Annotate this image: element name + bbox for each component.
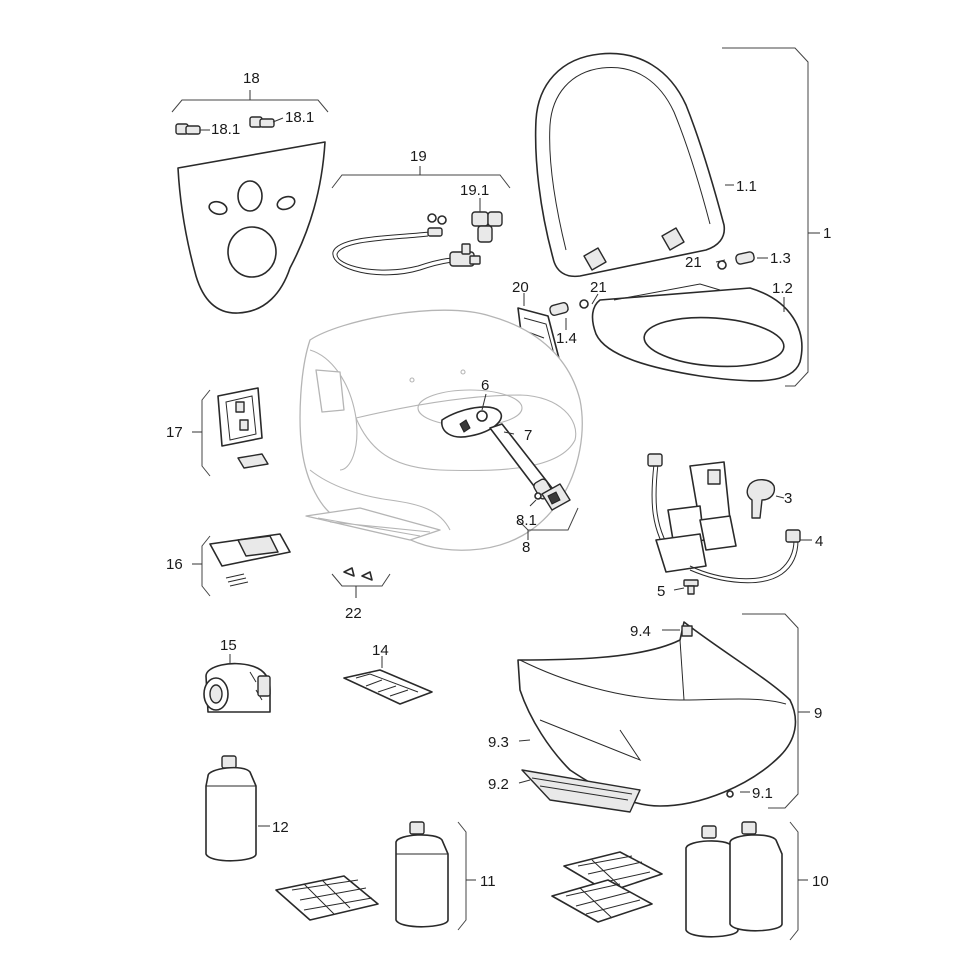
part-1-1-seat-lid: [534, 52, 726, 278]
label-20: 20: [512, 279, 529, 296]
label-9-1: 9.1: [752, 785, 773, 802]
label-5: 5: [657, 583, 665, 600]
label-19-1: 19.1: [460, 182, 489, 199]
part-18-wall-plate: [171, 90, 329, 314]
label-21-lower: 21: [590, 279, 607, 296]
part-12-bottle: [205, 755, 257, 862]
label-17: 17: [166, 424, 183, 441]
part-18-1-bolt-left: [175, 123, 201, 135]
bracket-1: [722, 47, 809, 387]
toilet-body-outline: [299, 309, 583, 551]
part-3-valve-unit: [647, 453, 801, 584]
label-3: 3: [784, 490, 792, 507]
label-15: 15: [220, 637, 237, 654]
part-1-4-pin: [549, 302, 569, 316]
label-16: 16: [166, 556, 183, 573]
part-1-3-pin: [735, 251, 755, 265]
label-12: 12: [272, 819, 289, 836]
part-19-1-fittings: [427, 211, 503, 243]
label-9-2: 9.2: [488, 776, 509, 793]
label-1-4: 1.4: [556, 330, 577, 347]
bracket-9: [742, 613, 799, 809]
label-8: 8: [522, 539, 530, 556]
label-21-upper: 21: [685, 254, 702, 271]
label-11: 11: [480, 873, 496, 890]
label-4: 4: [815, 533, 823, 550]
label-10: 10: [812, 873, 829, 890]
part-22-small-parts: [331, 567, 391, 598]
label-7: 7: [524, 427, 532, 444]
part-21-washer-b: [579, 299, 589, 309]
label-9: 9: [814, 705, 822, 722]
label-9-4: 9.4: [630, 623, 651, 640]
label-8-1: 8.1: [516, 512, 537, 529]
part-6-cover-plate: [441, 406, 503, 438]
part-19-water-hose: [331, 166, 511, 276]
label-1-3: 1.3: [770, 250, 791, 267]
part-15-fan: [203, 662, 271, 713]
label-18-1-right: 18.1: [285, 109, 314, 126]
part-9-lower-housing: [517, 621, 797, 813]
part-8-nozzle-head: [534, 483, 571, 511]
label-14: 14: [372, 642, 389, 659]
part-14-filter: [343, 669, 433, 705]
part-10-refill-set: [551, 821, 783, 938]
label-9-3: 9.3: [488, 734, 509, 751]
label-19: 19: [410, 148, 427, 165]
label-22: 22: [345, 605, 362, 622]
label-18-1-left: 18.1: [211, 121, 240, 138]
part-18-1-bolt-right: [249, 116, 275, 128]
part-16-cable-set: [192, 533, 291, 597]
part-5-screw: [683, 579, 699, 595]
part-11-refill-set: [275, 821, 449, 928]
part-21-washer-a: [717, 260, 727, 270]
label-1: 1: [823, 225, 831, 242]
label-1-1: 1.1: [736, 178, 757, 195]
label-18: 18: [243, 70, 260, 87]
part-1-2-seat-ring: [591, 283, 803, 382]
label-6: 6: [481, 377, 489, 394]
label-1-2: 1.2: [772, 280, 793, 297]
part-17-mounting-frame: [192, 387, 269, 477]
